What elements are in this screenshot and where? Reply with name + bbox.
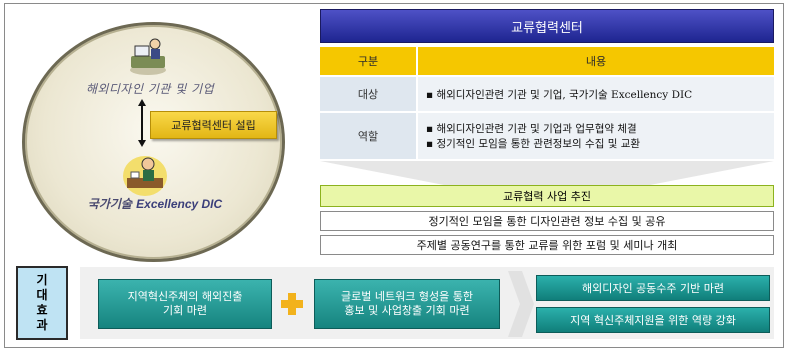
funnel-shape — [320, 161, 774, 185]
national-dic-label: 국가기술 Excellency DIC — [65, 195, 245, 212]
expected-effects-label: 기 대 효 과 — [16, 266, 68, 340]
promotion-title-bar: 교류협력 사업 추진 — [320, 185, 774, 207]
header-content: 내용 — [418, 47, 774, 75]
office-worker-icon — [130, 38, 166, 75]
promotion-item: 정기적인 모임을 통한 디자인관련 정보 수집 및 공유 — [320, 211, 774, 231]
header-category: 구분 — [320, 47, 416, 75]
row-line: ▪ 정기적인 모임을 통한 관련정보의 수집 및 교환 — [426, 138, 641, 150]
slide-frame — [4, 3, 784, 348]
effect-input-overseas: 지역혁신주체의 해외진출 기회 마련 — [98, 279, 272, 329]
plus-icon — [281, 293, 303, 315]
effects-label-char: 기 — [36, 273, 48, 287]
national-dic-label-en: Excellency DIC — [136, 197, 223, 211]
overseas-org-label: 해외디자인 기관 및 기업 — [85, 82, 215, 96]
national-dic-label-ko: 국가기술 — [87, 197, 137, 211]
row-line: ▪ 해외디자인관련 기관 및 기업과 업무협약 체결 — [426, 123, 637, 135]
effect-result-cowork: 해외디자인 공동수주 기반 마련 — [536, 275, 770, 301]
table-row: 역할 ▪ 해외디자인관련 기관 및 기업과 업무협약 체결 ▪ 정기적인 모임을… — [320, 113, 774, 159]
effects-label-char: 대 — [36, 288, 48, 302]
businessman-icon — [123, 156, 167, 196]
row-content-target: ▪ 해외디자인관련 기관 및 기업, 국가기술 Excellency DIC — [418, 77, 774, 111]
row-label-role: 역할 — [320, 113, 416, 159]
effect-input-network: 글로벌 네트워크 형성을 통한 홍보 및 사업창출 기회 마련 — [314, 279, 500, 329]
center-info-table: 구분 내용 대상 ▪ 해외디자인관련 기관 및 기업, 국가기술 Excelle… — [320, 47, 774, 159]
double-arrow-icon — [138, 99, 146, 147]
expected-effects-section: 기 대 효 과 지역혁신주체의 해외진출 기회 마련 글로벌 네트워크 형성을 … — [16, 263, 776, 341]
effect-result-capacity: 지역 혁신주체지원을 위한 역량 강화 — [536, 307, 770, 333]
center-establishment-bubble: 교류협력센터 설립 — [150, 111, 277, 139]
chevron-right-icon — [508, 271, 534, 337]
table-row: 대상 ▪ 해외디자인관련 기관 및 기업, 국가기술 Excellency DI… — [320, 77, 774, 111]
effects-label-char: 효 — [36, 303, 48, 317]
promotion-item: 주제별 공동연구를 통한 교류를 위한 포럼 및 세미나 개최 — [320, 235, 774, 255]
effects-label-char: 과 — [36, 318, 48, 332]
row-line: ▪ 해외디자인관련 기관 및 기업, 국가기술 Excellency DIC — [426, 88, 693, 101]
row-label-target: 대상 — [320, 77, 416, 111]
row-content-role: ▪ 해외디자인관련 기관 및 기업과 업무협약 체결 ▪ 정기적인 모임을 통한… — [418, 113, 774, 159]
table-header-row: 구분 내용 — [320, 47, 774, 75]
center-title-bar: 교류협력센터 — [320, 9, 774, 43]
